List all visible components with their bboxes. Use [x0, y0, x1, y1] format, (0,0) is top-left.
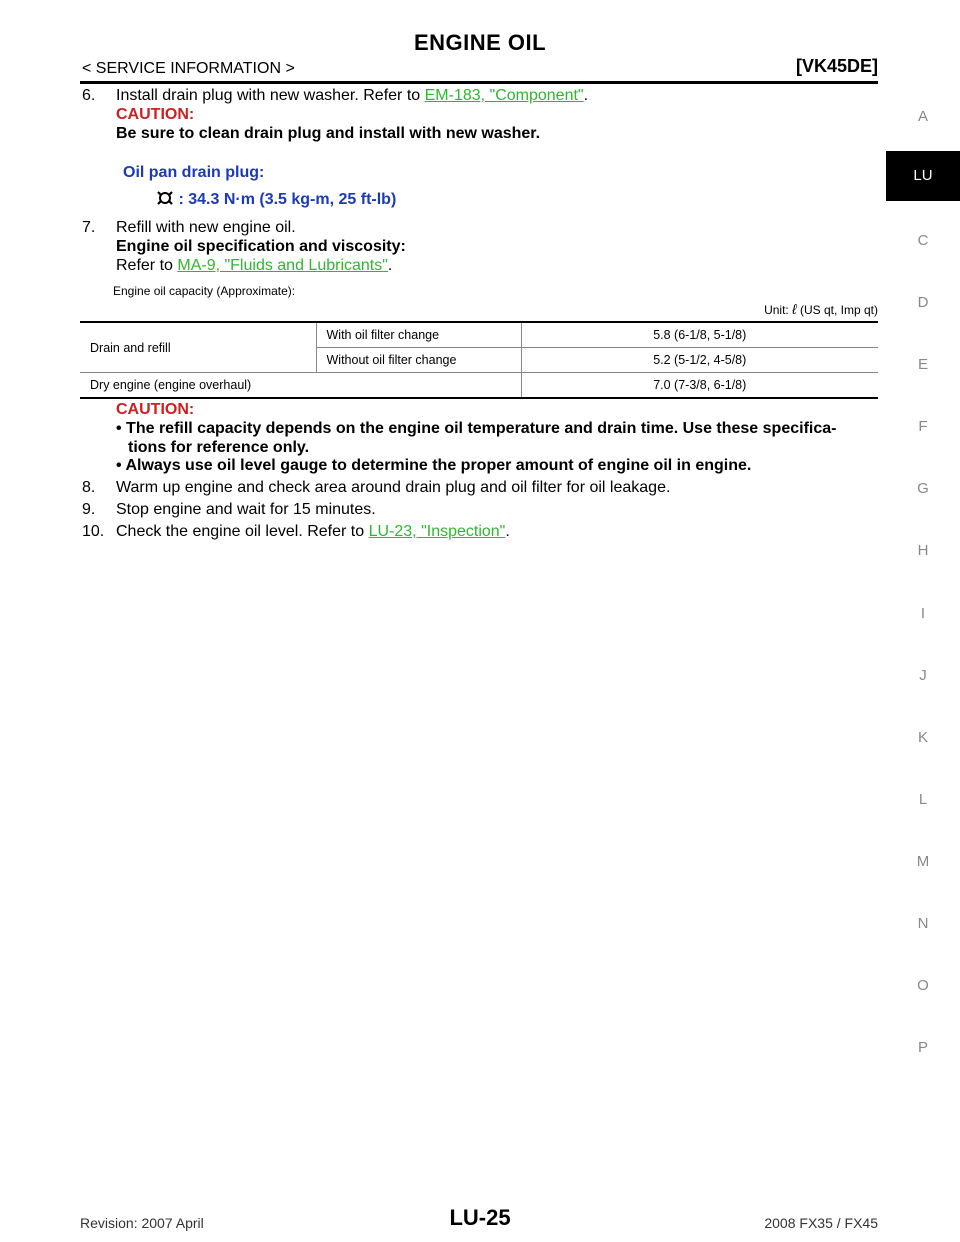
vehicle-model: 2008 FX35 / FX45 [764, 1215, 878, 1231]
tab-f[interactable]: F [918, 418, 928, 435]
tab-c[interactable]: C [917, 232, 929, 249]
table-cell: 5.8 (6-1/8, 5-1/8) [520, 321, 878, 348]
section-label: < SERVICE INFORMATION > [82, 60, 295, 77]
table-row: Drain and refill With oil filter change … [80, 321, 878, 373]
tab-j[interactable]: J [919, 667, 927, 684]
page-title: ENGINE OIL [413, 30, 547, 55]
step-number: 6. [82, 87, 96, 104]
table-row: Dry engine (engine overhaul) 7.0 (7-3/8,… [80, 372, 878, 399]
step-text: Refill with new engine oil. [116, 219, 296, 236]
step-text: Install drain plug with new washer. Refe… [116, 87, 425, 104]
table-cell: 5.2 (5-1/2, 4-5/8) [520, 347, 878, 373]
tab-o[interactable]: O [917, 977, 929, 994]
tab-n[interactable]: N [917, 915, 929, 932]
tab-g[interactable]: G [917, 480, 929, 497]
caution-bullet: • Always use oil level gauge to determin… [116, 457, 752, 474]
step-text: Check the engine oil level. Refer to [116, 523, 369, 540]
header-rule [80, 81, 878, 84]
tab-l[interactable]: L [918, 791, 928, 808]
capacity-unit: Unit: ℓ (US qt, Imp qt) [764, 301, 878, 317]
step-number: 8. [82, 479, 96, 496]
torque-value: : 34.3 N·m (3.5 kg-m, 25 ft-lb) [178, 191, 397, 208]
tab-lu[interactable]: LU [886, 151, 960, 201]
tab-i[interactable]: I [920, 605, 926, 622]
tab-k[interactable]: K [917, 729, 928, 746]
table-cell: 7.0 (7-3/8, 6-1/8) [520, 372, 878, 399]
caution-bullet-cont: tions for reference only. [128, 439, 310, 456]
oil-capacity-table: Drain and refill With oil filter change … [80, 321, 878, 399]
liter-symbol: ℓ [792, 301, 797, 317]
table-cell: Without oil filter change [315, 347, 521, 373]
torque-title: Oil pan drain plug: [123, 164, 265, 181]
revision-date: Revision: 2007 April [80, 1215, 204, 1231]
table-row: Without oil filter change 5.2 (5-1/2, 4-… [80, 347, 878, 373]
caution-label: CAUTION: [116, 401, 195, 418]
caution-label: CAUTION: [116, 106, 195, 123]
step-text: Warm up engine and check area around dra… [116, 479, 671, 496]
table-cell: Dry engine (engine overhaul) [80, 372, 521, 399]
step-number: 9. [82, 501, 96, 518]
tab-m[interactable]: M [916, 853, 930, 870]
tab-e[interactable]: E [917, 356, 928, 373]
table-cell: Drain and refill [80, 321, 316, 373]
inspection-link[interactable]: LU-23, "Inspection" [368, 523, 506, 540]
tab-d[interactable]: D [917, 294, 929, 311]
component-link[interactable]: EM-183, "Component" [424, 87, 584, 104]
engine-model-label: [VK45DE] [795, 56, 878, 76]
spec-title: Engine oil specification and viscosity: [116, 238, 406, 255]
page-number: LU-25 [449, 1205, 511, 1230]
torque-wrench-icon [157, 191, 173, 205]
tab-a[interactable]: A [917, 108, 928, 125]
caution-bullet: • The refill capacity depends on the eng… [116, 420, 837, 437]
tab-p[interactable]: P [917, 1039, 928, 1056]
fluids-link[interactable]: MA-9, "Fluids and Lubricants" [177, 257, 388, 274]
capacity-caption: Engine oil capacity (Approximate): [113, 284, 296, 298]
step-number: 7. [82, 219, 96, 236]
tab-h[interactable]: H [917, 542, 929, 559]
step-number: 10. [82, 523, 105, 540]
caution-text: Be sure to clean drain plug and install … [116, 125, 541, 142]
table-cell: With oil filter change [315, 321, 521, 348]
step-text: Stop engine and wait for 15 minutes. [116, 501, 376, 518]
